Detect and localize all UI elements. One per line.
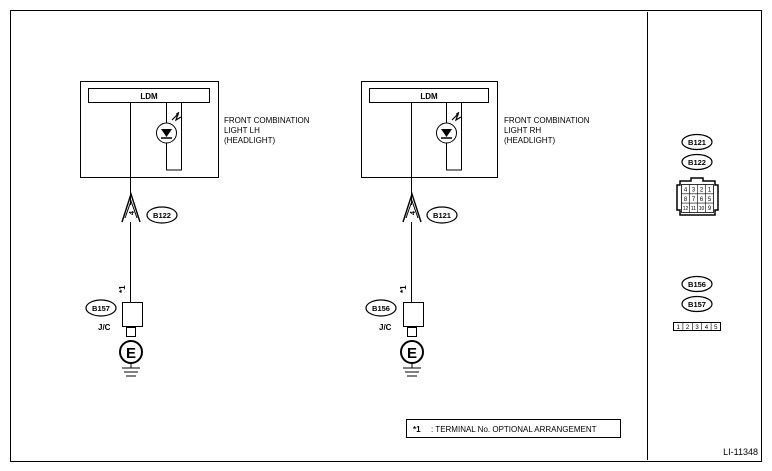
right-jc-label: J/C xyxy=(379,323,392,332)
svg-text:E: E xyxy=(126,345,136,362)
outer-frame xyxy=(10,10,762,462)
left-jc-box xyxy=(122,302,143,327)
svg-text:2: 2 xyxy=(686,325,690,331)
right-jc-connector-label: B156 xyxy=(372,304,390,313)
left-jc-label: J/C xyxy=(98,323,111,332)
right-ground-symbol: E xyxy=(400,340,424,377)
right-bulb-icon xyxy=(436,111,462,144)
svg-text:1: 1 xyxy=(677,325,681,331)
left-circuit: LDM FRONT COMBINATION LIGHT LH (HEADLIGH… xyxy=(80,81,310,377)
right-light-label-1: FRONT COMBINATION xyxy=(504,116,590,125)
svg-text:2: 2 xyxy=(700,188,704,194)
left-module-label: LDM xyxy=(140,92,158,101)
left-note-mark: *1 xyxy=(118,285,127,293)
svg-text:7: 7 xyxy=(692,197,696,203)
svg-text:9: 9 xyxy=(708,206,712,212)
lower-connector-label-2: B157 xyxy=(688,300,706,309)
right-module-label: LDM xyxy=(420,92,438,101)
svg-text:8: 8 xyxy=(684,197,688,203)
left-connector-badge xyxy=(146,206,178,224)
upper-connector-label-1: B121 xyxy=(688,138,706,147)
connector-views-upper: B121 B122 4 3 2 1 8 7 6 5 12 11 10 9 xyxy=(676,133,719,216)
right-light-label-3: (HEADLIGHT) xyxy=(504,136,555,145)
right-jc-box xyxy=(403,302,424,327)
diagram-id: LI-11348 xyxy=(723,447,758,457)
right-note-mark: *1 xyxy=(399,285,408,293)
footnote-box xyxy=(406,419,621,438)
left-light-label-3: (HEADLIGHT) xyxy=(224,136,275,145)
svg-text:3: 3 xyxy=(692,188,696,194)
left-jc-badge xyxy=(85,299,117,317)
upper-connector-label-2: B122 xyxy=(688,158,706,167)
footnote-mark: *1 xyxy=(413,425,421,434)
svg-text:4: 4 xyxy=(684,188,688,194)
svg-text:E: E xyxy=(407,345,417,362)
svg-text:3: 3 xyxy=(695,325,699,331)
connector-views-lower: B156 B157 1 2 3 4 5 xyxy=(673,275,721,331)
left-light-label-2: LIGHT LH xyxy=(224,126,260,135)
right-terminal-number: 4 xyxy=(410,211,417,215)
svg-text:4: 4 xyxy=(705,325,709,331)
svg-text:5: 5 xyxy=(708,197,712,203)
right-connector-label: B121 xyxy=(433,211,451,220)
svg-text:5: 5 xyxy=(714,325,718,331)
svg-text:6: 6 xyxy=(700,197,704,203)
svg-text:1: 1 xyxy=(708,188,712,194)
connector-5pin-face: 1 2 3 4 5 xyxy=(673,322,721,331)
right-light-label-2: LIGHT RH xyxy=(504,126,541,135)
left-terminal-number: 4 xyxy=(129,211,136,215)
left-connector-label: B122 xyxy=(153,211,171,220)
connector-12pin-face: 4 3 2 1 8 7 6 5 12 11 10 9 xyxy=(676,177,719,216)
left-connector-terminal: 4 xyxy=(121,191,141,223)
left-jc-connector-label: B157 xyxy=(92,304,110,313)
svg-text:10: 10 xyxy=(699,206,705,212)
svg-text:11: 11 xyxy=(691,206,696,212)
svg-text:12: 12 xyxy=(683,206,689,212)
right-module-label-box xyxy=(369,88,489,103)
left-module-label-box xyxy=(88,88,210,103)
footnote: *1 : TERMINAL No. OPTIONAL ARRANGEMENT xyxy=(406,419,621,438)
right-connector-badge xyxy=(426,206,458,224)
footnote-text: : TERMINAL No. OPTIONAL ARRANGEMENT xyxy=(431,425,597,434)
lower-connector-label-1: B156 xyxy=(688,280,706,289)
right-connector-terminal: 4 xyxy=(402,191,422,223)
left-bulb-icon xyxy=(156,111,182,144)
right-jc-badge xyxy=(365,299,397,317)
right-circuit: LDM FRONT COMBINATION LIGHT RH (HEADLIGH… xyxy=(361,81,590,377)
left-ground-symbol: E xyxy=(119,340,143,377)
left-light-label-1: FRONT COMBINATION xyxy=(224,116,310,125)
